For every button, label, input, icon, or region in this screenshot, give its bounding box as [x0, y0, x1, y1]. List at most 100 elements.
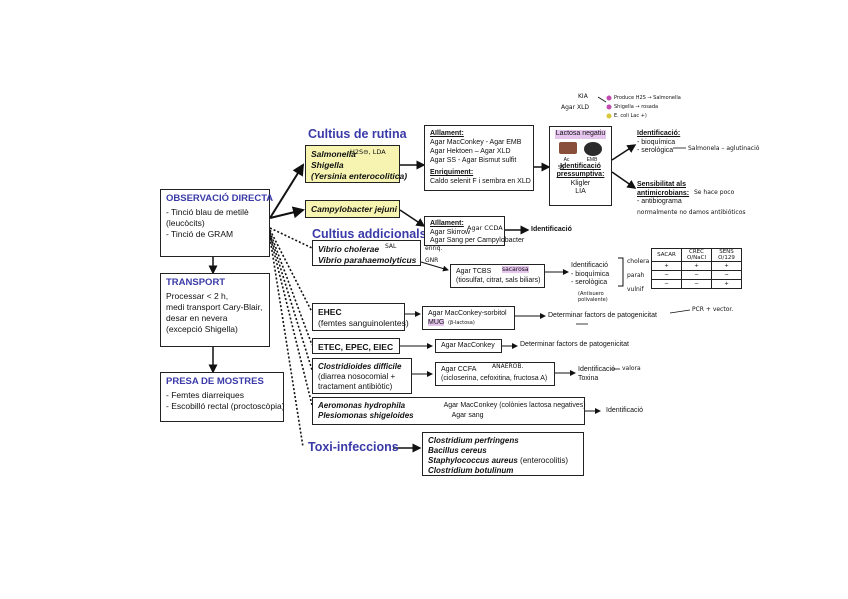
observacio-line: - Tinció de GRAM [166, 229, 234, 239]
header-toxi: Toxi-infeccions [308, 440, 399, 454]
table-cell: − [681, 279, 712, 289]
aillament2-title: Aïllament: [430, 220, 464, 227]
note-gnr: GNR [425, 257, 439, 264]
aillament-rutina-box: Aïllament: Agar MacConkey - Agar EMB Aga… [424, 125, 534, 191]
clostri-result-line: Toxina [578, 374, 599, 382]
table-cell: − [711, 270, 742, 280]
enriquiment-title: Enriquiment: [430, 169, 474, 176]
organism-vibrio-parahaemolyticus: Vibrio parahaemolyticus [318, 255, 417, 265]
agar-plate-images [555, 141, 606, 156]
legend-h2s: Produce H2S → Salmonella [614, 95, 681, 101]
identificacio-line: - serològica [637, 147, 674, 154]
observacio-directa-box: OBSERVACIÓ DIRECTA - Tinció blau de meti… [160, 189, 273, 257]
toxi-organism: Bacillus cereus [428, 446, 487, 455]
clostri-line: (diarrea nosocomial + [318, 372, 396, 381]
etec-title: ETEC, EPEC, EIEC [318, 342, 394, 352]
table-cell: + [711, 279, 742, 289]
note-enriq: enriq. [425, 245, 443, 252]
clostri-result: Identificació Toxina [578, 366, 615, 383]
transport-box: TRANSPORT Processar < 2 h, medi transpor… [160, 273, 270, 347]
toxi-item: Staphylococcus aureus (enterocolitis) [428, 456, 578, 466]
ehec-agar-box: Agar MacConkey-sorbitol MUG [422, 306, 515, 330]
aeromonas-row: Aeromonas hydrophila Plesiomonas shigelo… [318, 401, 586, 421]
ehec-agar: Agar MacConkey-sorbitol [428, 310, 507, 317]
aeromonas-box: Aeromonas hydrophila Plesiomonas shigelo… [312, 397, 586, 425]
toxi-item: Bacillus cereus [428, 446, 578, 456]
tcbs-line: (tiosulfat, citrat, sals biliars) [456, 276, 541, 284]
ccfa-line: (cicloserina, cefoxitina, fructosa A) [441, 374, 548, 382]
etec-agar: Agar MacConkey [441, 342, 495, 349]
note-kia: KIA [578, 93, 588, 100]
note-antisuero: (Antisuero polivalente) [578, 291, 608, 303]
id-pres-title: Identificació pressumptiva: [556, 162, 605, 179]
aillament2-line: Agar Sang per Campylobacter [430, 237, 525, 244]
table-cell: − [651, 270, 682, 280]
vibrio-ident-line: - serològica [571, 279, 608, 286]
table-cell: + [711, 261, 742, 271]
campylobacter-box: Campylobacter jejuni [305, 200, 400, 218]
vibrio-ident-line: - bioquímica [571, 270, 610, 278]
identificacio-title: Identificació: [637, 130, 681, 137]
organism-vibrio-cholerae: Vibrio cholerae [318, 244, 380, 254]
plate-emb-image [584, 141, 603, 156]
transport-line: (excepció Shigella) [166, 324, 238, 334]
header-addicionals: Cultius addicionals [312, 227, 427, 241]
toxi-extra: (enterocolitis) [517, 456, 569, 465]
transport-line: desar en nevera [166, 313, 228, 323]
aillament-line: Agar MacConkey - Agar EMB [430, 139, 522, 146]
aillament-line: Agar Hektoen – Agar XLD [430, 148, 511, 155]
etec-box: ETEC, EPEC, EIEC [312, 338, 400, 354]
toxi-organism: Clostridium perfringens [428, 436, 519, 445]
observacio-line: (leucòcits) [166, 218, 205, 228]
ehec-mug-row: MUG [428, 318, 509, 328]
id-pres-kligler: Kligler [570, 179, 591, 187]
identificacio-block: Identificació: - bioquímica - serològica [637, 130, 680, 156]
note-vulnif: vulnif [627, 286, 644, 293]
presa-mostres-box: PRESA DE MOSTRES - Femtes diarreiques - … [160, 372, 285, 422]
toxi-item: Clostridium botulinum [428, 466, 578, 476]
tcbs-box: Agar TCBS (tiosulfat, citrat, sals bilia… [450, 264, 545, 288]
table-header-cell: SACAR [651, 248, 682, 262]
note-valora: valora [622, 365, 641, 372]
enriquiment-line: Caldo selenit F i sembra en XLD [430, 178, 531, 185]
aeromonas-organisms: Aeromonas hydrophila Plesiomonas shigelo… [318, 401, 414, 421]
aillament-line: Agar SS - Agar Bismut sulfit [430, 157, 517, 164]
etec-agar-box: Agar MacConkey [435, 339, 502, 353]
vibrio-ident-line: Identificació [571, 262, 608, 269]
etec-result: Determinar factors de patogenicitat [520, 341, 629, 348]
transport-line: Processar < 2 h, [166, 291, 229, 301]
table-header-cell: SENS O/129 [711, 248, 742, 262]
vibrio-identificacio: Identificació - bioquímica - serològica [571, 262, 609, 288]
ccfa-box: Agar CCFA (cicloserina, cefoxitina, fruc… [435, 362, 555, 386]
salmonella-shigella-box: Salmonella Shigella (Yersinia enterocoli… [305, 145, 407, 183]
identificacio-line: - bioquímica [637, 138, 676, 146]
clostri-box: Clostridioides difficile (diarrea nosoco… [312, 358, 412, 394]
transport-line: medi transport Cary-Blair, [166, 302, 263, 312]
clostri-result-line: Identificació [578, 366, 615, 373]
note-pcr-vector: PCR + vector. [692, 306, 734, 313]
note-anaerob: ANAEROB. [492, 363, 524, 370]
transport-title: TRANSPORT [166, 277, 226, 288]
organism-campylobacter: Campylobacter jejuni [311, 204, 397, 214]
sensibilitat-block: Sensibilitat als antimicrobians: - antib… [637, 181, 697, 207]
note-salmonela-aglut: Salmonela – aglutinació [688, 145, 760, 152]
plate-ss-image [558, 141, 577, 154]
identificacio-pressumptiva-box: Lactosa negatiu Ac EMB Identificació pre… [549, 126, 612, 206]
ehec-subtitle: (femtes sanguinolentes) [318, 318, 409, 328]
plate-label-emb: EMB [586, 156, 598, 163]
legend-ecoli: E. coli Lac +) [614, 113, 647, 119]
sensibilitat-title: Sensibilitat als antimicrobians: [637, 181, 690, 197]
organism-aeromonas: Aeromonas hydrophila [318, 401, 406, 410]
ehec-result: Determinar factors de patogenicitat [548, 312, 657, 319]
note-agar-ccda: Agar CCDA [467, 224, 503, 232]
note-se-hace-poco: Se hace poco [694, 189, 735, 196]
table-cell: + [651, 261, 682, 271]
note-parah: parah [627, 272, 645, 279]
table-cell: − [651, 279, 682, 289]
aillament-campy-box: Aïllament: Agar Skirrow Agar Sang per Ca… [424, 216, 525, 246]
ehec-title: EHEC [318, 307, 342, 317]
aeromonas-medium: Agar sang [451, 412, 484, 419]
id-pres-lia: LIA [575, 188, 586, 195]
note-sal: SAL [385, 243, 397, 250]
